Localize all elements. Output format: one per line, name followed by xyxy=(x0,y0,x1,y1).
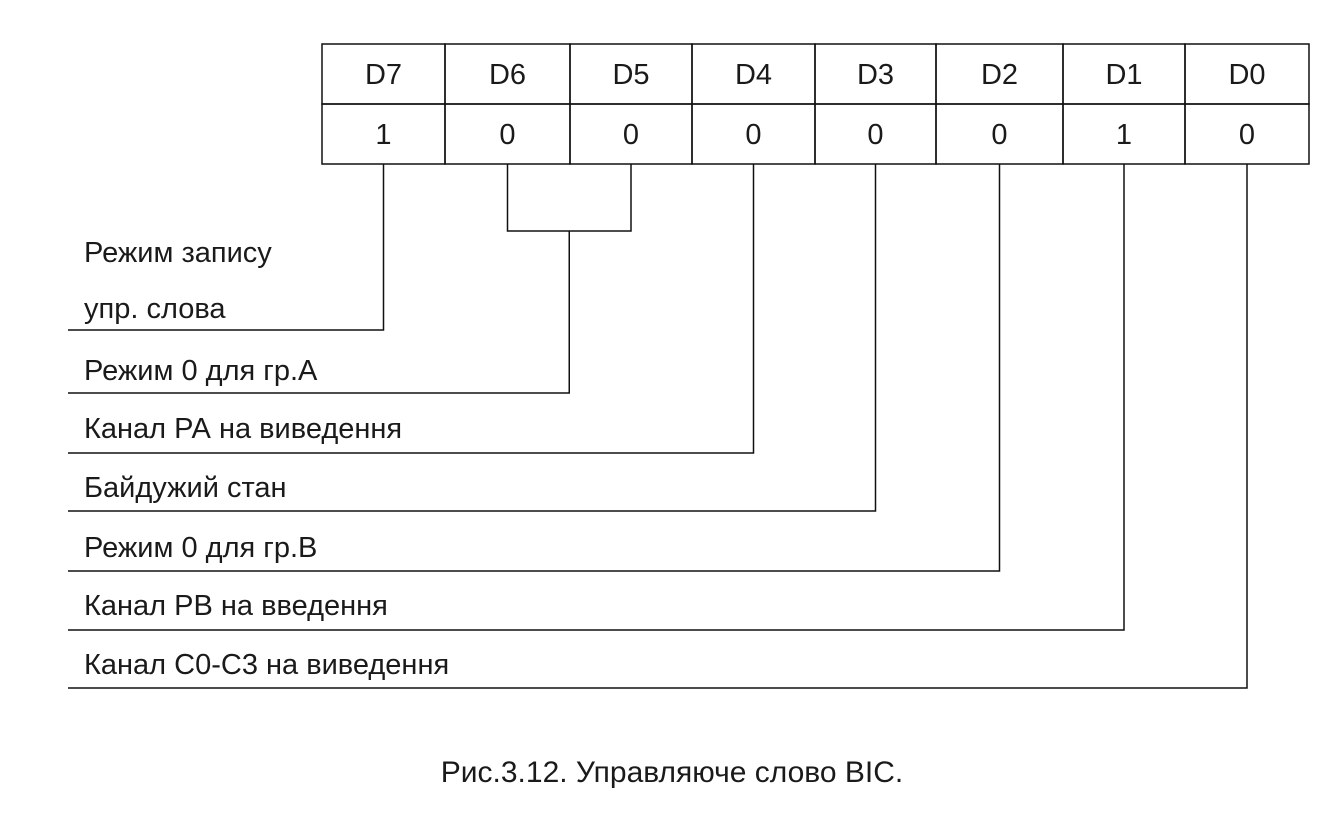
description-label-6: Канал РВ на введення xyxy=(84,590,388,622)
leader-d4 xyxy=(68,164,755,454)
bit-header-d7: D7 xyxy=(365,59,402,91)
bit-header-d1: D1 xyxy=(1105,59,1142,91)
bit-value-d4: 0 xyxy=(745,119,761,151)
bit-header-d6: D6 xyxy=(489,59,526,91)
leader-d7 xyxy=(68,164,385,331)
description-label-2: Режим 0 для гр.А xyxy=(84,355,318,387)
bit-header-d4: D4 xyxy=(735,59,772,91)
bit-value-d0: 0 xyxy=(1239,119,1255,151)
bracket-d6-d5 xyxy=(506,164,632,232)
description-label-7: Канал С0-С3 на виведення xyxy=(84,649,449,681)
description-label-4: Байдужий стан xyxy=(84,472,287,504)
leader-d1 xyxy=(68,164,1125,631)
bit-header-d3: D3 xyxy=(857,59,894,91)
bit-header-d2: D2 xyxy=(981,59,1018,91)
bit-header-d5: D5 xyxy=(612,59,649,91)
figure-caption: Рис.3.12. Управляюче слово ВІС. xyxy=(440,756,904,789)
bit-value-d6: 0 xyxy=(499,119,515,151)
register-table: D7 1 D6 0 D5 0 D4 0 D3 0 D2 0 D1 1 D0 0 xyxy=(321,43,1310,165)
connector-lines xyxy=(68,164,1248,689)
control-word-diagram: D7 1 D6 0 D5 0 D4 0 D3 0 D2 0 D1 1 D0 0 Режим запису упр… xyxy=(68,43,1310,689)
description-label-1-line-1: Режим запису xyxy=(84,237,272,269)
bit-value-d2: 0 xyxy=(991,119,1007,151)
leader-d3 xyxy=(68,164,877,512)
bit-header-d0: D0 xyxy=(1228,59,1265,91)
description-label-1-line-2: упр. слова xyxy=(84,293,226,325)
leader-d2 xyxy=(68,164,1001,572)
leader-d6-d5 xyxy=(68,231,570,394)
bit-value-d3: 0 xyxy=(867,119,883,151)
bit-value-d1: 1 xyxy=(1116,119,1132,151)
description-label-5: Режим 0 для гр.В xyxy=(84,532,317,564)
bit-value-d7: 1 xyxy=(375,119,391,151)
bit-value-d5: 0 xyxy=(623,119,639,151)
description-label-3: Канал РА на виведення xyxy=(84,413,402,445)
leader-d0 xyxy=(68,164,1248,689)
